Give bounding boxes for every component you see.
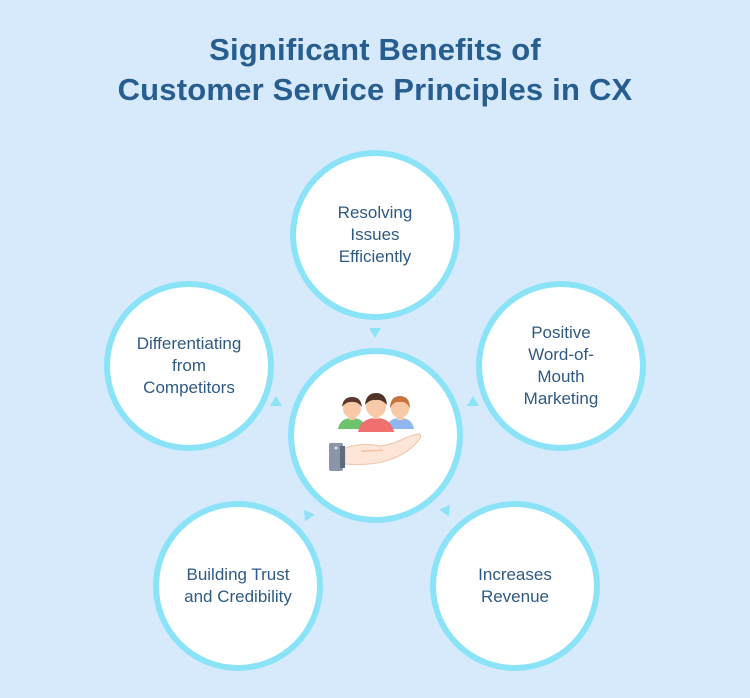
benefit-label: Increases Revenue [478,565,552,606]
arrow-up-icon [270,396,282,406]
person-right-icon [385,396,414,429]
customers-on-hand-icon [328,393,421,471]
title-line-1: Significant Benefits of [209,32,541,67]
benefit-resolving-issues-circle: Resolving Issues Efficiently [290,150,460,320]
benefit-increases-revenue-circle: Increases Revenue [430,501,600,671]
person-center-icon [357,393,394,432]
center-circle [288,348,463,523]
arrow-up-right-icon [299,506,315,522]
benefit-differentiating-circle: Differentiating from Competitors [104,281,274,451]
page-title: Significant Benefits of Customer Service… [0,30,750,110]
title-line-2: Customer Service Principles in CX [117,72,633,107]
arrow-up-left-icon [439,501,455,517]
benefit-building-trust-circle: Building Trust and Credibility [153,501,323,671]
hand-icon [328,433,421,471]
benefit-label: Differentiating from Competitors [136,334,242,397]
person-left-icon [337,397,366,429]
benefit-label: Resolving Issues Efficiently [337,203,413,266]
benefit-label: Building Trust and Credibility [184,565,292,606]
arrow-down-icon [369,328,381,338]
benefit-word-of-mouth-circle: Positive Word-of- Mouth Marketing [476,281,646,451]
benefit-label: Positive Word-of- Mouth Marketing [523,323,599,408]
arrow-up-icon [467,396,479,406]
